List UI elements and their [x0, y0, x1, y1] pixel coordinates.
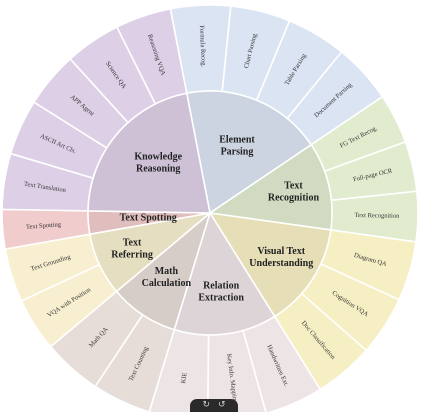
sector-knowledge-reasoning	[87, 92, 211, 214]
inner-ring	[87, 90, 333, 336]
sector-visual-text-understanding	[208, 211, 332, 318]
outer-ring	[1, 4, 419, 417]
sector-element-parsing	[185, 90, 313, 215]
subtask-label: Formula Recog.	[198, 25, 207, 68]
category-label-text-spotting: Text Spotting	[120, 213, 177, 224]
subtask-label: Text Spotting	[26, 221, 62, 231]
sector-relation-extraction	[173, 211, 276, 336]
sector-text-recognition	[207, 143, 333, 231]
forward-icon[interactable]: ↺	[218, 400, 226, 410]
subtask-label: Text Recognition	[354, 212, 400, 220]
video-controls[interactable]: ↻ ↺	[190, 399, 238, 412]
subtask-label: KIE	[180, 372, 189, 384]
rewind-icon[interactable]: ↻	[202, 400, 210, 410]
